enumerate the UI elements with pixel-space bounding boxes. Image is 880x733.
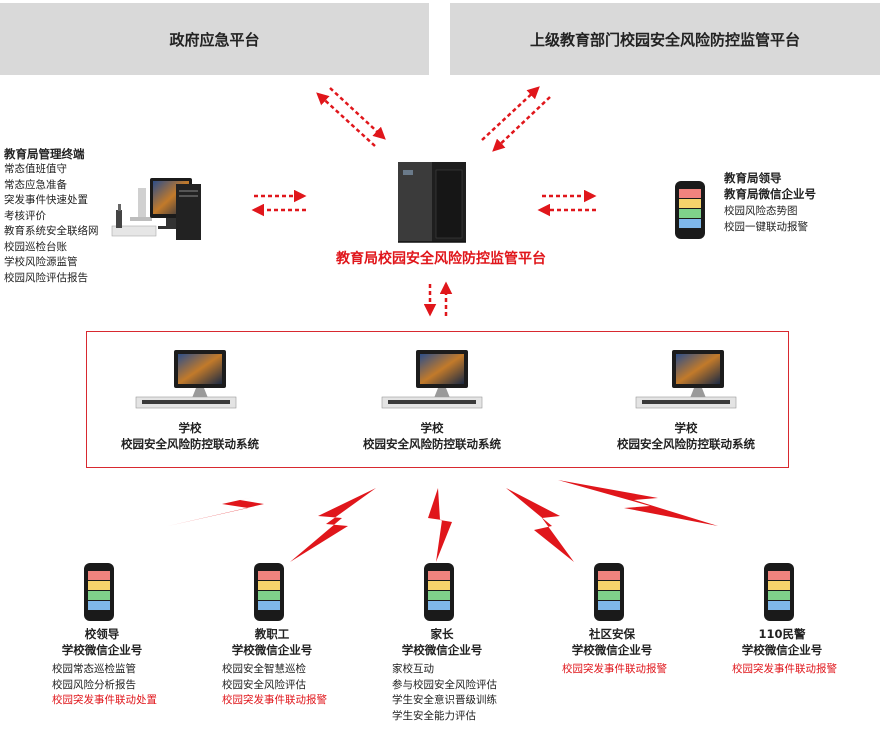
phone-icon-school-leader	[84, 563, 114, 621]
terminal-item: 学校风险源监管	[4, 256, 78, 268]
arrow-pair-vertical	[423, 281, 453, 317]
leader-title-1: 教育局领导	[724, 171, 782, 185]
user-block-parents: 家长 学校微信企业号 家校互动 参与校园安全风险评估 学生安全意识晋级训练 学生…	[392, 626, 542, 724]
terminal-item: 常态值班值守	[4, 163, 67, 175]
user-item: 家校互动	[392, 663, 434, 675]
user-title-2: 学校微信企业号	[61, 643, 143, 657]
phone-icon-parents	[424, 563, 454, 621]
leader-title-2: 教育局微信企业号	[724, 187, 816, 201]
user-block-staff: 教职工 学校微信企业号 校园安全智慧巡检 校园安全风险评估 校园突发事件联动报警	[222, 626, 372, 709]
lightning-bolt-icon-1	[168, 480, 330, 526]
lightning-bolt-icon-3	[428, 488, 452, 562]
arrow-pair-top-right	[481, 86, 551, 152]
user-item: 校园突发事件联动报警	[562, 663, 667, 675]
leader-phone-icon	[675, 181, 705, 239]
user-item: 参与校园安全风险评估	[392, 678, 497, 691]
gov-emergency-platform-label: 政府应急平台	[169, 30, 260, 49]
school-label-line2: 校园安全风险防控联动系统	[121, 437, 259, 451]
terminal-text-block: 教育局管理终端 常态值班值守 常态应急准备 突发事件快速处置 考核评价 教育系统…	[4, 146, 124, 286]
user-item: 学生安全意识晋级训练	[392, 694, 497, 706]
terminal-item: 教育系统安全联络网	[4, 225, 99, 237]
school-label-line2: 校园安全风险防控联动系统	[617, 437, 755, 451]
school-label-3: 学校 校园安全风险防控联动系统	[606, 420, 766, 452]
school-label-line2: 校园安全风险防控联动系统	[363, 437, 501, 451]
gov-emergency-platform-box: 政府应急平台	[0, 3, 429, 75]
arrow-pair-left	[251, 189, 307, 217]
school-pc-icon-3	[635, 350, 737, 409]
superior-edu-platform-label: 上级教育部门校园安全风险防控监管平台	[529, 30, 800, 49]
user-title-1: 家长	[430, 627, 454, 641]
school-label-1: 学校 校园安全风险防控联动系统	[110, 420, 270, 452]
user-item: 校园安全智慧巡检	[222, 663, 306, 675]
phone-icon-staff	[254, 563, 284, 621]
user-item: 校园突发事件联动处置	[52, 694, 157, 706]
user-item: 校园常态巡检监管	[52, 663, 136, 675]
lightning-bolt-icon-5	[558, 480, 718, 526]
lightning-bolt-icon-2	[290, 488, 376, 562]
user-block-community-security: 社区安保 学校微信企业号 校园突发事件联动报警	[562, 626, 712, 678]
user-item: 校园突发事件联动报警	[222, 694, 327, 706]
school-label-line1: 学校	[178, 421, 202, 435]
terminal-item: 校园风险评估报告	[4, 271, 88, 284]
server-cabinet-icon	[398, 162, 466, 243]
phone-icon-police	[764, 563, 794, 621]
terminal-title: 教育局管理终端	[4, 147, 85, 161]
platform-title: 教育局校园安全风险防控监管平台	[336, 251, 546, 267]
terminal-item: 常态应急准备	[4, 178, 67, 191]
lightning-bolt-icon-4	[506, 488, 574, 562]
user-item: 校园安全风险评估	[222, 678, 306, 691]
arrow-pair-top-left	[316, 87, 386, 147]
user-title-1: 教职工	[254, 627, 290, 641]
superior-edu-platform-box: 上级教育部门校园安全风险防控监管平台	[450, 3, 880, 75]
user-title-2: 学校微信企业号	[571, 643, 653, 657]
user-title-1: 110民警	[758, 627, 806, 641]
user-title-2: 学校微信企业号	[741, 643, 823, 657]
terminal-item: 考核评价	[4, 209, 46, 222]
user-title-1: 校领导	[84, 627, 120, 641]
user-item: 校园风险分析报告	[52, 678, 136, 691]
phone-icon-community-security	[594, 563, 624, 621]
terminal-item: 校园巡检台账	[4, 240, 67, 253]
user-block-police: 110民警 学校微信企业号 校园突发事件联动报警	[732, 626, 880, 678]
school-systems-box	[86, 331, 789, 468]
leader-item: 校园一键联动报警	[724, 220, 808, 233]
school-label-line1: 学校	[420, 421, 444, 435]
leader-item: 校园风险态势图	[724, 205, 798, 217]
user-item: 校园突发事件联动报警	[732, 663, 837, 675]
user-title-2: 学校微信企业号	[231, 643, 313, 657]
school-label-2: 学校 校园安全风险防控联动系统	[352, 420, 512, 452]
arrow-pair-right	[537, 189, 597, 217]
desktop-computer-icon	[111, 178, 201, 240]
user-title-2: 学校微信企业号	[401, 643, 483, 657]
school-label-line1: 学校	[674, 421, 698, 435]
school-pc-icon-1	[135, 350, 237, 409]
leader-text-block: 教育局领导 教育局微信企业号 校园风险态势图 校园一键联动报警	[724, 170, 874, 235]
user-item: 学生安全能力评估	[392, 709, 476, 722]
terminal-item: 突发事件快速处置	[4, 194, 88, 206]
lightning-bolt-icons	[168, 480, 718, 562]
user-title-1: 社区安保	[589, 627, 635, 641]
user-block-school-leader: 校领导 学校微信企业号 校园常态巡检监管 校园风险分析报告 校园突发事件联动处置	[52, 626, 202, 709]
school-pc-icon-2	[381, 350, 483, 409]
